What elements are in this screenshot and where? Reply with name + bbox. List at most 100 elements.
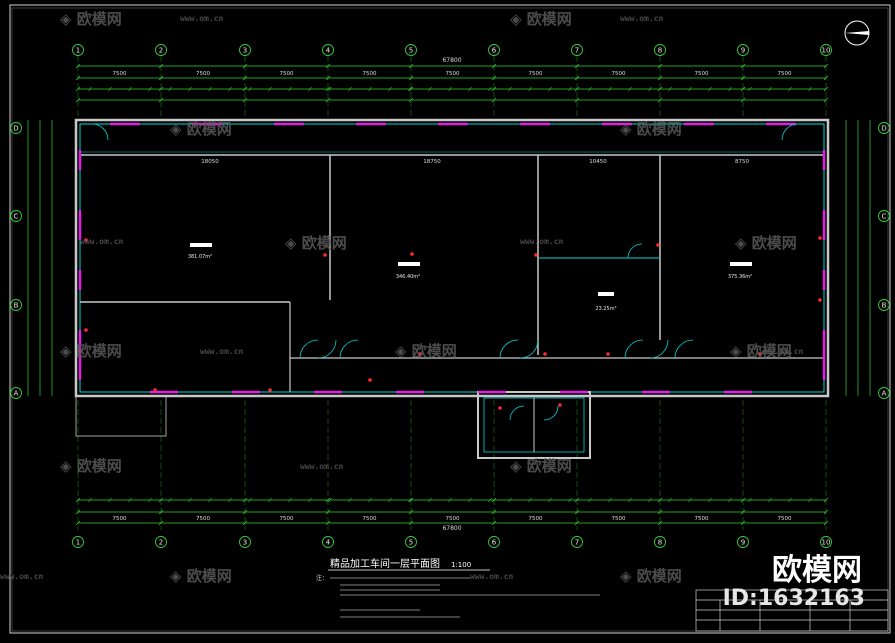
- watermark-logo: ◈ 欧模网: [730, 342, 792, 360]
- watermark-url: www.om.cn: [470, 572, 514, 581]
- watermark-logo: ◈ 欧模网: [620, 120, 682, 138]
- watermark-url: www.om.cn: [620, 14, 664, 23]
- svg-text:8: 8: [658, 539, 662, 547]
- axis-label-top: 4: [322, 44, 334, 56]
- svg-text:7: 7: [575, 539, 579, 547]
- axis-label-bottom: 8: [654, 536, 666, 548]
- column-marker: [418, 352, 422, 356]
- room-area-4: 375.36m²: [728, 274, 752, 280]
- dim-bottom-value: 7500: [363, 516, 377, 522]
- axis-label-top: 5: [405, 44, 417, 56]
- watermark-logo: ◈ 欧模网: [510, 10, 572, 28]
- column-marker: [656, 243, 660, 247]
- svg-text:2: 2: [159, 47, 163, 55]
- drawing-scale: 1:100: [451, 561, 471, 569]
- watermark-url: www.om.cn: [180, 14, 224, 23]
- column-marker: [534, 253, 538, 257]
- svg-text:3: 3: [243, 539, 247, 547]
- column-marker: [758, 352, 762, 356]
- svg-text:4: 4: [326, 539, 331, 547]
- drawing-title: 精品加工车间一层平面图: [330, 557, 440, 570]
- column-marker: [498, 406, 502, 410]
- watermark-logo: ◈ 欧模网: [60, 457, 122, 475]
- drawing-frame: [9, 4, 891, 634]
- svg-text:7: 7: [575, 47, 579, 55]
- room-area-labels: 381.07m² 346.40m² 23.25m² 375.36m²: [188, 243, 752, 312]
- axis-label-bottom: 10: [820, 536, 832, 548]
- total-length-label: 67800: [442, 57, 461, 64]
- dim-bottom-value: 7500: [113, 516, 127, 522]
- inner-frame: [11, 7, 889, 632]
- svg-text:8: 8: [658, 47, 662, 55]
- svg-text:9: 9: [741, 47, 745, 55]
- axis-labels-right: D C B A: [878, 122, 890, 399]
- axis-label-right: D: [878, 122, 890, 134]
- dimension-lines-top: [78, 65, 826, 101]
- axis-label-bottom: 7: [571, 536, 583, 548]
- watermark-logo: ◈ 欧模网: [395, 342, 457, 360]
- svg-text:1: 1: [76, 539, 80, 547]
- axis-label-right: B: [878, 299, 890, 311]
- svg-text:5: 5: [409, 539, 413, 547]
- axis-label-right: A: [878, 387, 890, 399]
- svg-text:C: C: [14, 213, 19, 221]
- axis-label-bottom: 5: [405, 536, 417, 548]
- svg-text:B: B: [882, 302, 887, 310]
- svg-text:C: C: [882, 213, 887, 221]
- svg-text:9: 9: [741, 539, 745, 547]
- axis-label-top: 9: [737, 44, 749, 56]
- room-area-3: 23.25m²: [595, 306, 616, 312]
- column-marker: [818, 298, 822, 302]
- axis-label-bottom: 1: [72, 536, 84, 548]
- column-marker: [84, 328, 88, 332]
- svg-text:A: A: [14, 390, 19, 398]
- inner-dim-3: 10450: [589, 159, 607, 165]
- axis-label-top: 6: [488, 44, 500, 56]
- dimension-lines-side: [27, 120, 871, 396]
- column-marker: [323, 253, 327, 257]
- watermark-logo: ◈ 欧模网: [170, 120, 232, 138]
- watermark-url: www.om.cn: [80, 237, 124, 246]
- axis-label-top: 7: [571, 44, 583, 56]
- axis-label-top: 1: [72, 44, 84, 56]
- column-marker: [558, 403, 562, 407]
- svg-text:4: 4: [326, 47, 331, 55]
- dimension-lines-bottom: [78, 499, 826, 524]
- watermark-url: www.om.cn: [760, 347, 804, 356]
- dim-top-value: 7500: [280, 71, 294, 77]
- svg-text:3: 3: [243, 47, 247, 55]
- dim-top-value: 7500: [778, 71, 792, 77]
- axis-label-top: 2: [155, 44, 167, 56]
- title-block: [695, 589, 889, 632]
- axis-label-top: 8: [654, 44, 666, 56]
- watermark-url: www.om.cn: [0, 572, 44, 581]
- column-marker: [410, 252, 414, 256]
- column-markers: [84, 236, 822, 410]
- dim-bottom-value: 7500: [695, 516, 709, 522]
- axis-label-left: D: [10, 122, 22, 134]
- axis-label-left: C: [10, 210, 22, 222]
- axis-label-bottom: 9: [737, 536, 749, 548]
- column-marker: [606, 352, 610, 356]
- north-arrow-icon: [844, 20, 870, 46]
- dim-top-value: 7500: [446, 71, 460, 77]
- inner-dim-1: 18050: [201, 159, 219, 165]
- watermark-logo: ◈ 欧模网: [510, 457, 572, 475]
- dim-top-value: 7500: [363, 71, 377, 77]
- column-marker: [818, 236, 822, 240]
- column-marker: [84, 238, 88, 242]
- dim-bottom-value: 7500: [280, 516, 294, 522]
- column-marker: [368, 378, 372, 382]
- door-swings: [91, 123, 799, 421]
- axis-label-bottom: 4: [322, 536, 334, 548]
- watermark-url: www.om.cn: [520, 237, 564, 246]
- watermark-url: www.om.cn: [200, 347, 244, 356]
- watermark-logo: ◈ 欧模网: [285, 234, 347, 252]
